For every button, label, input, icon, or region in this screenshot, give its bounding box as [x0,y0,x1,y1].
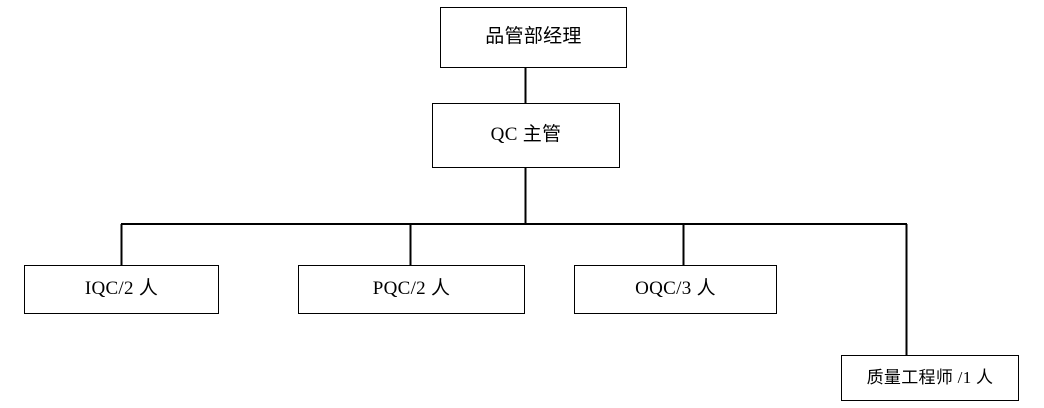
node-qa-manager-label: 品管部经理 [485,26,582,48]
node-pqc[interactable]: PQC/2 人 [298,265,525,314]
node-pqc-label: PQC/2 人 [372,278,451,300]
node-qc-supervisor-label: QC 主管 [490,124,562,146]
node-qc-supervisor[interactable]: QC 主管 [432,103,620,168]
node-quality-engineer[interactable]: 质量工程师 /1 人 [841,355,1019,401]
node-iqc[interactable]: IQC/2 人 [24,265,219,314]
node-oqc-label: OQC/3 人 [635,278,716,300]
node-oqc[interactable]: OQC/3 人 [574,265,777,314]
node-quality-engineer-label: 质量工程师 /1 人 [866,367,994,387]
node-iqc-label: IQC/2 人 [84,278,159,300]
node-qa-manager[interactable]: 品管部经理 [440,7,627,68]
